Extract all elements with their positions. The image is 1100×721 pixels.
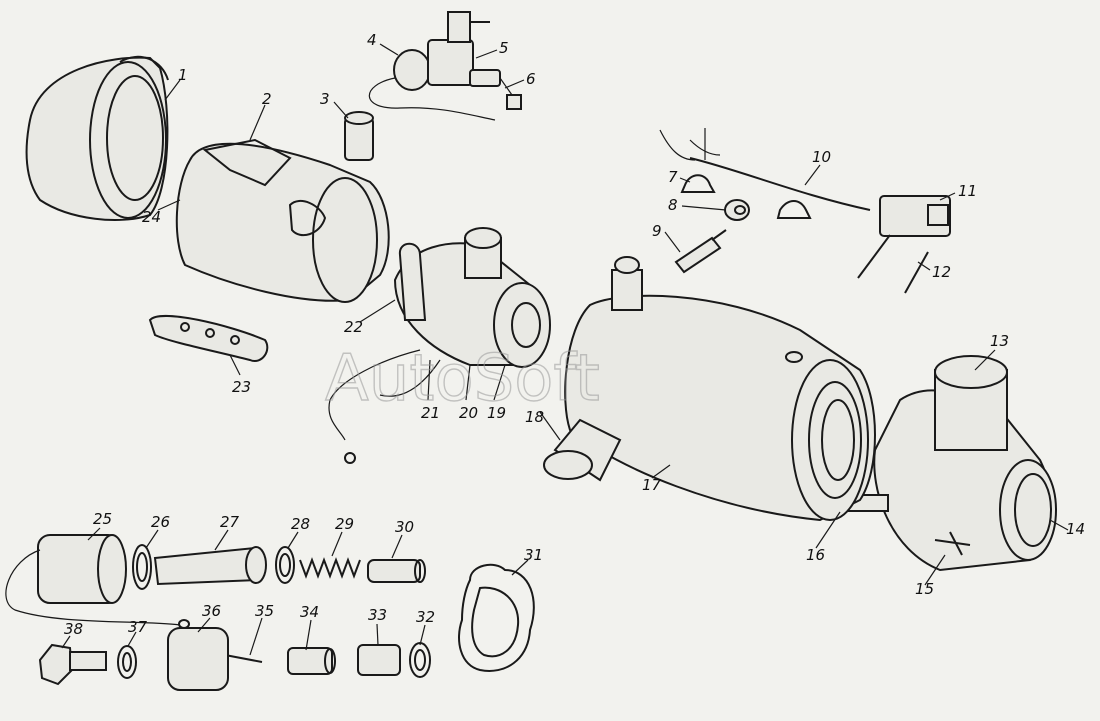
watermark-text: AutoSoft (325, 342, 600, 416)
callout-27: 27 (220, 513, 240, 531)
part-12-pin (904, 251, 929, 294)
callout-14: 14 (1066, 520, 1085, 538)
part-11-switch (857, 195, 951, 279)
part-28-washer (275, 546, 295, 584)
part-3-sleeve (344, 111, 374, 161)
callout-19: 19 (487, 404, 506, 422)
callout-26: 26 (151, 513, 170, 531)
leader-lines (61, 43, 1069, 656)
part-26-washer (132, 544, 152, 590)
callout-35: 35 (255, 602, 274, 620)
part-32-washer (409, 642, 431, 678)
callout-11: 11 (958, 182, 977, 200)
callout-labels: 1 2 3 4 5 6 7 8 9 10 11 12 13 14 15 16 1… (64, 31, 1085, 638)
callout-22: 22 (344, 318, 363, 336)
part-38-bolt (38, 643, 107, 686)
part-19-22-burner-assembly (328, 227, 551, 464)
callout-20: 20 (459, 404, 478, 422)
callout-6: 6 (526, 70, 536, 88)
part-7-clamp (680, 174, 716, 193)
callout-1: 1 (178, 66, 188, 84)
callout-32: 32 (416, 608, 435, 626)
callout-29: 29 (335, 515, 354, 533)
callout-18: 18 (525, 408, 544, 426)
callout-9: 9 (652, 222, 662, 240)
callout-37: 37 (128, 618, 148, 636)
part-27-tube (153, 546, 267, 586)
part-13-air-intake-housing (873, 355, 1057, 572)
callout-38: 38 (64, 620, 83, 638)
callout-3: 3 (320, 90, 330, 108)
callout-30: 30 (395, 518, 414, 536)
callout-23: 23 (232, 378, 251, 396)
part-33-nut (357, 644, 401, 676)
callout-10: 10 (812, 148, 831, 166)
callout-28: 28 (291, 515, 310, 533)
callout-25: 25 (93, 510, 112, 528)
part-4-6-fuel-valve-assembly (368, 11, 522, 121)
part-37-washer (117, 645, 137, 679)
callout-33: 33 (368, 606, 387, 624)
callout-2: 2 (262, 90, 272, 108)
callout-21: 21 (421, 404, 440, 422)
part-9-glow-plug (674, 229, 727, 274)
callout-34: 34 (300, 603, 319, 621)
part-35-needle (224, 654, 263, 663)
part-30-sleeve (367, 559, 426, 583)
callout-7: 7 (668, 168, 678, 186)
part-10-wiring-harness (659, 128, 871, 219)
part-2-outer-casing (175, 138, 390, 303)
callout-12: 12 (932, 263, 951, 281)
callout-15: 15 (915, 580, 934, 598)
callout-31: 31 (524, 546, 543, 564)
part-29-spring (299, 557, 361, 579)
part-1-rear-cover (25, 55, 169, 221)
callout-17: 17 (642, 476, 662, 494)
part-36-cap (167, 627, 229, 691)
part-15-wing-bolt (934, 531, 971, 556)
part-34-fitting (287, 647, 336, 675)
callout-36: 36 (202, 602, 221, 620)
callout-24: 24 (142, 208, 161, 226)
part-18-exhaust-pipe (543, 418, 622, 482)
part-25-cap (5, 534, 190, 629)
part-23-terminal-block (148, 314, 269, 362)
callout-16: 16 (806, 546, 825, 564)
part-8-nut (724, 199, 750, 221)
callout-8: 8 (668, 196, 678, 214)
part-31-gasket (458, 563, 535, 672)
callout-4: 4 (367, 31, 377, 49)
callout-13: 13 (990, 332, 1009, 350)
part-17-heat-exchanger (564, 256, 876, 522)
callout-5: 5 (499, 39, 509, 57)
